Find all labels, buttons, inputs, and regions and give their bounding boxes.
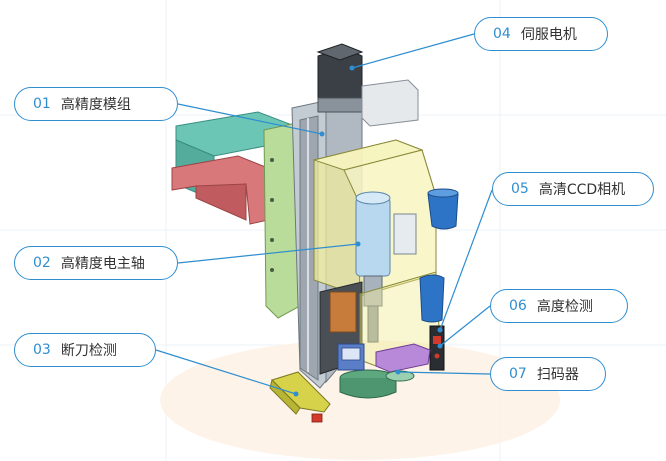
- tool-break-red-tip: [311, 413, 323, 423]
- lower-blue-cylinder: [419, 274, 445, 323]
- leader-02: [177, 243, 359, 264]
- callout-number: 01: [33, 96, 51, 112]
- leader-07: [397, 371, 491, 375]
- leader-dots: [293, 65, 443, 397]
- red-bracket: [171, 155, 269, 225]
- scanner-plate: [375, 343, 431, 373]
- height-sensor: [429, 325, 445, 371]
- callout-label: 高精度模组: [60, 97, 131, 113]
- callout-07-code-scanner: 07 扫码器: [490, 357, 606, 391]
- leader-04: [351, 33, 475, 69]
- callout-number: 07: [509, 366, 527, 382]
- leader-05: [439, 189, 493, 331]
- callout-number: 02: [33, 255, 51, 271]
- callout-label: 高精度电主轴: [60, 256, 145, 272]
- callout-number: 03: [33, 342, 51, 358]
- callout-02-electro-spindle: 02 高精度电主轴: [14, 246, 178, 280]
- callout-06-height-detection: 06 高度检测: [490, 289, 628, 323]
- callout-label: 高度检测: [536, 299, 593, 315]
- servo-motor-top: [316, 43, 364, 61]
- callout-04-servo-motor: 04 伺服电机: [474, 17, 608, 51]
- height-sensor-red: [433, 336, 441, 344]
- copper-block: [329, 291, 357, 333]
- red-bracket-side: [195, 183, 247, 221]
- spindle-chuck: [367, 305, 379, 343]
- callout-number: 04: [493, 26, 511, 42]
- leader-01: [177, 103, 323, 135]
- callout-number: 06: [509, 298, 527, 314]
- callout-label: 断刀检测: [60, 343, 117, 359]
- callout-label: 扫码器: [536, 367, 579, 383]
- leader-03: [155, 349, 297, 395]
- leader-06: [439, 305, 491, 347]
- floor-glow: [160, 340, 560, 460]
- callout-05-hd-ccd-camera: 05 高清CCD相机: [492, 172, 654, 206]
- cable-box: [361, 79, 419, 127]
- callout-label: 伺服电机: [520, 27, 577, 43]
- callout-01-precision-module: 01 高精度模组: [14, 87, 178, 121]
- callout-label: 高清CCD相机: [538, 182, 626, 198]
- callout-number: 05: [511, 181, 529, 197]
- frame-mount-holes: [270, 158, 274, 272]
- leader-lines: [155, 33, 493, 395]
- callout-03-tool-break-detection: 03 断刀检测: [14, 333, 156, 367]
- motor-flange: [317, 97, 363, 113]
- spindle-body: [355, 197, 391, 277]
